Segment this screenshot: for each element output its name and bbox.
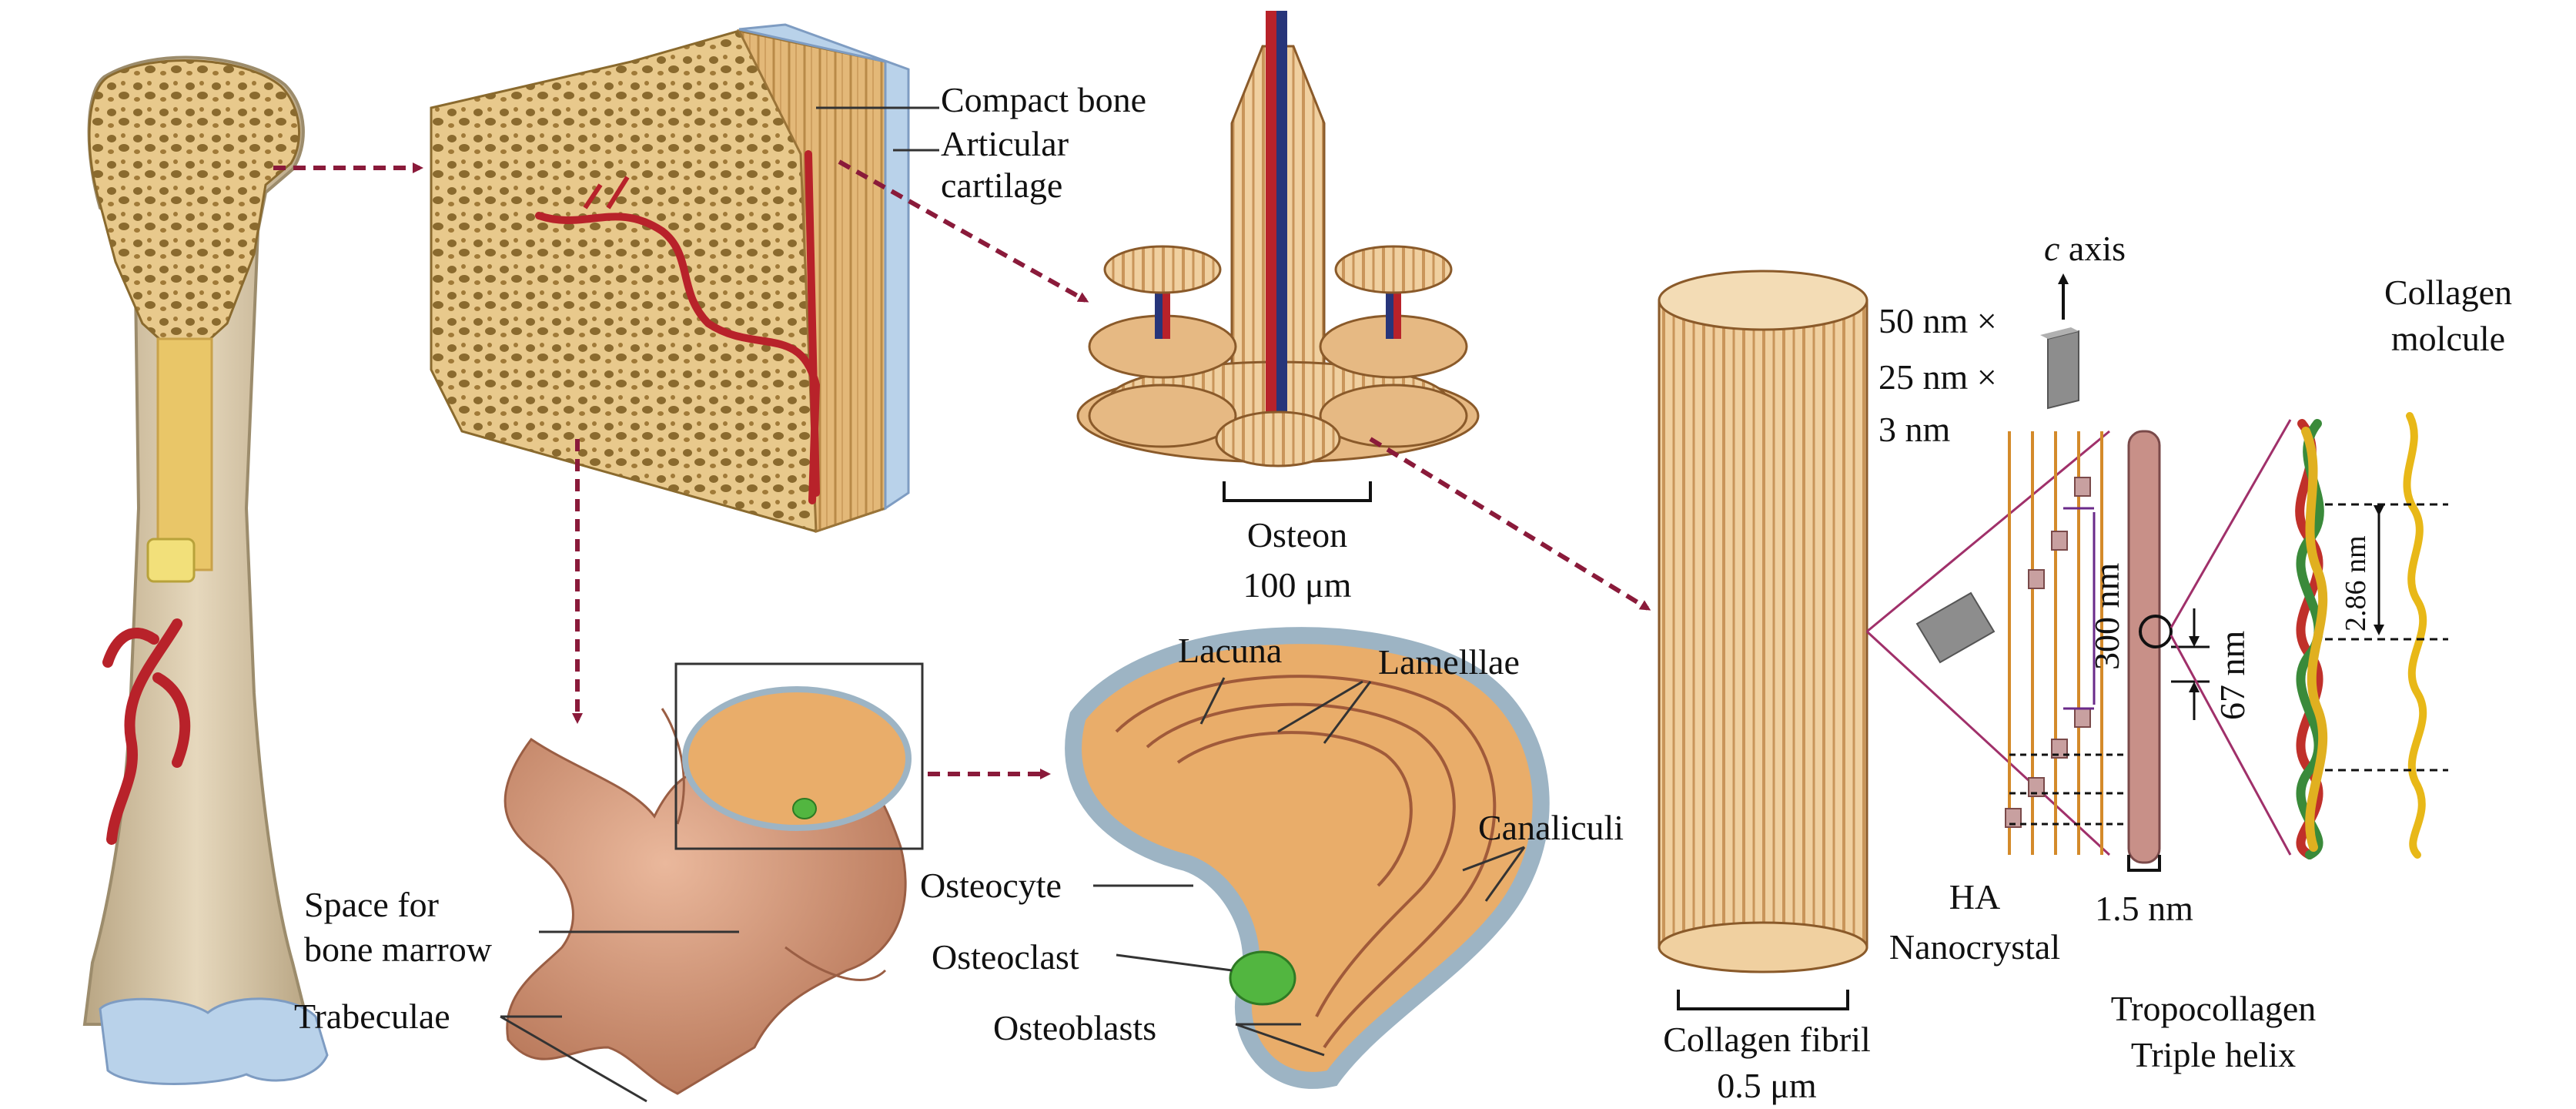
osteon-vessel-blue	[1276, 11, 1287, 442]
arrow-block-to-osteon	[838, 159, 1089, 303]
fibril-zoom-lines	[1865, 430, 2111, 856]
collagen-fibril-illustration	[1658, 270, 1868, 973]
label-space-for: Space for	[304, 885, 439, 924]
label-lamellae: Lamelllae	[1378, 642, 1520, 682]
tropo-scale-bracket	[2127, 855, 2161, 872]
text-labels: Compact bone Articular cartilage Osteon …	[294, 80, 2512, 1105]
label-osteoblasts: Osteoblasts	[993, 1008, 1156, 1047]
helix-zoom-lines	[2170, 419, 2292, 856]
label-nanocrystal: Nanocrystal	[1889, 927, 2060, 967]
label-dim3: 3 nm	[1878, 410, 1951, 449]
label-cartilage: cartilage	[941, 166, 1062, 205]
label-triple-helix: Triple helix	[2131, 1035, 2296, 1074]
collagen-molecule	[2403, 412, 2427, 859]
label-osteoclast: Osteoclast	[932, 937, 1079, 977]
triple-helix	[2295, 419, 2328, 859]
label-compact-bone: Compact bone	[941, 80, 1146, 119]
label-lacuna: Lacuna	[1178, 631, 1282, 670]
label-67nm: 67 nm	[2213, 631, 2252, 721]
articular-cap-distal	[99, 997, 329, 1085]
trabeculae-illustration	[503, 662, 924, 1095]
osteon-illustration	[1076, 11, 1480, 467]
label-osteocyte: Osteocyte	[920, 866, 1062, 905]
articular-cartilage-layer	[738, 23, 910, 511]
label-canaliculi: Canaliculi	[1478, 808, 1624, 847]
label-collagen: Collagen	[2384, 273, 2512, 312]
label-ha: HA	[1949, 877, 2000, 916]
bone-block-illustration	[430, 23, 910, 534]
leader-lines	[500, 106, 1526, 1103]
osteon-cross-section	[1065, 627, 1550, 1089]
arrow-osteon-to-fibril	[1369, 437, 1651, 611]
fibril-scale-bracket	[1677, 990, 1849, 1010]
label-articular: Articular	[941, 124, 1069, 163]
osteon-scale-bracket	[1223, 481, 1372, 502]
label-fibril-size: 0.5 μm	[1717, 1066, 1817, 1105]
flow-arrows	[273, 159, 1651, 779]
marrow-cavity	[156, 337, 213, 571]
helix-pitch-lines	[2325, 503, 2448, 772]
label-osteon: Osteon	[1247, 515, 1347, 554]
osteon-vessel-red	[1266, 11, 1276, 442]
label-c-axis: c axis	[2044, 229, 2126, 268]
long-bone-illustration	[82, 55, 329, 1085]
label-300nm: 300 nm	[2087, 563, 2126, 671]
label-osteon-size: 100 μm	[1243, 565, 1352, 605]
dim-300nm	[2063, 507, 2096, 710]
marrow-cylinder	[146, 538, 196, 583]
bone-vessel	[102, 618, 191, 845]
label-tropocollagen: Tropocollagen	[2111, 989, 2317, 1028]
ha-crystals	[1915, 327, 2079, 664]
label-trabeculae: Trabeculae	[294, 997, 450, 1036]
label-dim1: 50 nm ×	[1878, 301, 1997, 340]
zoom-box	[674, 662, 924, 850]
spongy-head	[88, 59, 300, 364]
label-molcule: molcule	[2391, 319, 2505, 358]
block-vessel	[535, 150, 821, 504]
dim-67nm	[2171, 608, 2210, 720]
microfibril-array	[2005, 431, 2148, 855]
label-collagen-fibril: Collagen fibril	[1663, 1020, 1871, 1059]
label-2-86nm: 2.86 nm	[2340, 535, 2372, 632]
label-1-5nm: 1.5 nm	[2095, 889, 2193, 928]
label-dim2: 25 nm ×	[1878, 357, 1997, 397]
label-bone-marrow: bone marrow	[304, 930, 493, 969]
tropocollagen-rod	[2127, 430, 2173, 864]
